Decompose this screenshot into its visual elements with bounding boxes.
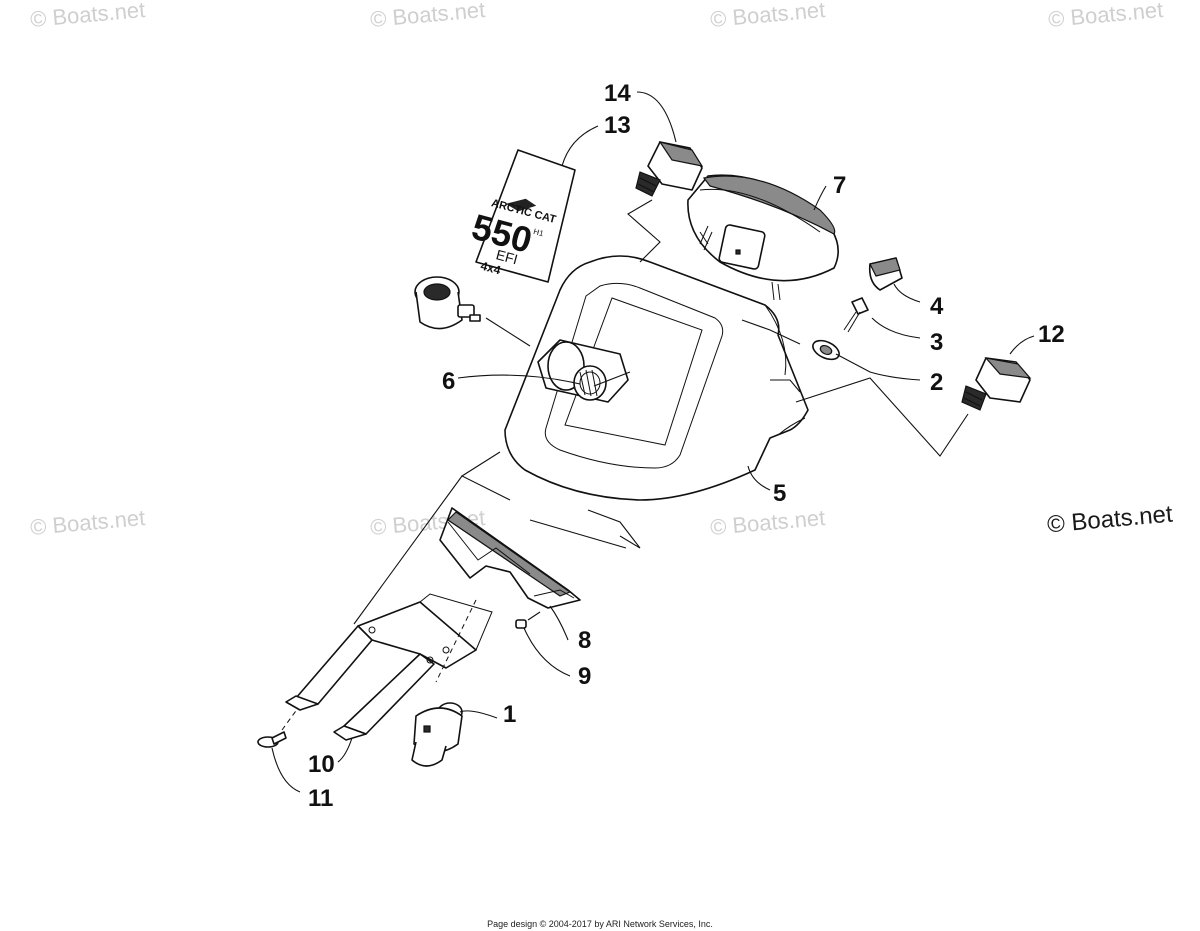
callout-10: 10 [308, 751, 335, 778]
callout-8: 8 [578, 627, 591, 654]
callout-2: 2 [930, 369, 943, 396]
clip-part-9[interactable] [515, 619, 527, 629]
rocker-switch-part-14[interactable] [635, 141, 704, 197]
callout-5: 5 [773, 480, 786, 507]
leader-lines [271, 91, 1035, 793]
washer-part-2[interactable] [810, 337, 842, 363]
key-cap-part-4[interactable] [868, 257, 903, 291]
dash-housing-part-5[interactable] [504, 255, 809, 501]
power-outlet-part-6[interactable] [414, 276, 481, 330]
speedometer-part-7[interactable] [687, 174, 839, 301]
push-rivet-part-11[interactable] [257, 707, 299, 748]
trim-panel-part-8[interactable] [439, 507, 581, 609]
callout-6: 6 [442, 368, 455, 395]
callout-13: 13 [604, 112, 631, 139]
bracket-part-10[interactable] [285, 593, 493, 741]
decal-efi-text: EFI [494, 246, 519, 267]
decal-suffix-text: H1 [532, 227, 545, 238]
callout-labels: 1 2 3 4 5 6 7 8 9 10 11 12 13 14 [308, 80, 1065, 812]
callout-7: 7 [833, 172, 846, 199]
ignition-switch-part-1[interactable] [411, 702, 463, 767]
callout-14: 14 [604, 80, 631, 107]
callout-11: 11 [308, 785, 333, 812]
decal-drive-text: 4x4 [479, 259, 502, 278]
callout-1: 1 [503, 701, 516, 728]
callout-9: 9 [578, 663, 591, 690]
callout-4: 4 [930, 293, 944, 320]
decal-part-13[interactable]: ARCTIC CAT 550 H1 EFI 4x4 [462, 149, 576, 288]
footer-copyright: Page design © 2004-2017 by ARI Network S… [487, 919, 713, 929]
rocker-switch-part-12[interactable] [961, 357, 1032, 411]
key-part-3[interactable] [843, 297, 869, 333]
callout-12: 12 [1038, 321, 1065, 348]
reference-lines [353, 199, 969, 625]
callout-3: 3 [930, 329, 943, 356]
